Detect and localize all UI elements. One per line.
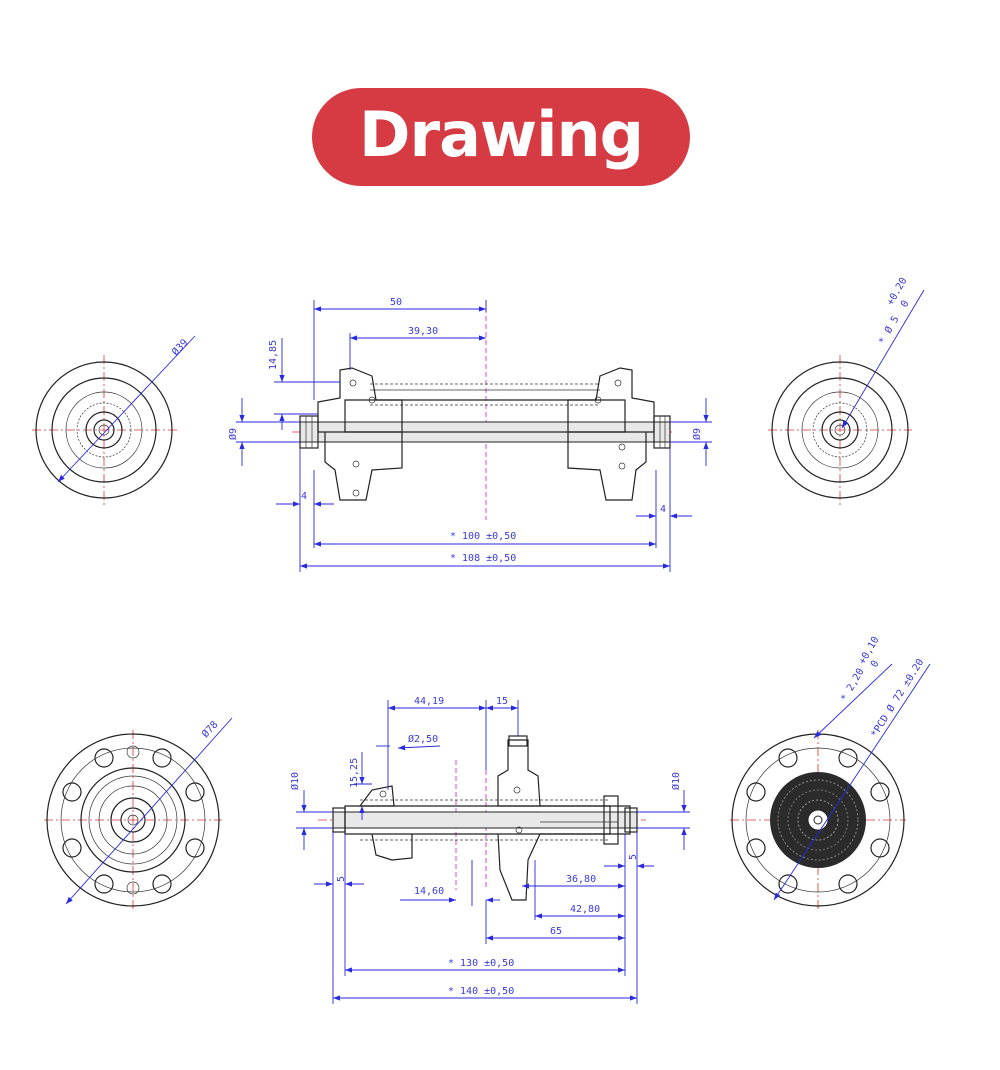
front-dim-108: * 108 ±0,50 xyxy=(450,553,516,564)
rear-left-end-view: Ø78 xyxy=(44,717,233,912)
rear-hub-side-view: 44,19 15 Ø2,50 15,25 Ø10 Ø10 5 5 xyxy=(289,696,690,1004)
front-dim-14-85: 14,85 xyxy=(268,340,279,370)
rear-dim-14-60: 14,60 xyxy=(414,886,444,897)
front-dim-100: * 100 ±0,50 xyxy=(450,531,516,542)
front-right-end-view: * Ø 5 +0.20 0 xyxy=(768,276,925,505)
rear-dim-42-80: 42,80 xyxy=(570,904,600,915)
rear-dim-36-80: 36,80 xyxy=(566,874,596,885)
front-dim-d9-right: Ø9 xyxy=(691,428,703,440)
page-title: Drawing xyxy=(359,98,644,171)
rear-right-dia-a-tol-bottom: 0 xyxy=(869,659,882,670)
rear-dim-d2-50: Ø2,50 xyxy=(408,733,438,745)
front-left-end-view: Ø39 xyxy=(32,335,196,505)
rear-dim-d10-right: Ø10 xyxy=(670,772,682,790)
front-dim-4-right: 4 xyxy=(660,504,666,515)
front-dim-39-30: 39,30 xyxy=(408,326,438,337)
rear-dim-5-left: 5 xyxy=(336,876,347,882)
rear-right-end-view: * 2,20 +0,10 0 *PCD Ø 72 ±0.20 xyxy=(730,635,931,912)
title-badge: Drawing xyxy=(312,88,690,186)
rear-dim-44-19: 44,19 xyxy=(414,696,444,707)
front-left-dia-label: Ø39 xyxy=(169,337,190,358)
rear-right-dia-a: * 2,20 xyxy=(839,667,867,704)
front-dim-50: 50 xyxy=(390,297,402,308)
rear-dim-65: 65 xyxy=(550,926,562,937)
rear-dim-15: 15 xyxy=(496,696,508,707)
front-dim-d9-left: Ø9 xyxy=(227,428,239,440)
rear-dim-140: * 140 ±0,50 xyxy=(448,986,514,997)
rear-dim-5-right: 5 xyxy=(628,854,639,860)
rear-left-dia-label: Ø78 xyxy=(199,719,220,740)
front-hub-side-view: 50 39,30 14,85 Ø9 Ø9 4 4 * 100 ±0,50 * 1… xyxy=(227,297,712,572)
rear-dim-15-25: 15,25 xyxy=(349,758,360,788)
front-right-tol-bottom: 0 xyxy=(899,299,912,310)
rear-dim-130: * 130 ±0,50 xyxy=(448,958,514,969)
rear-dim-d10-left: Ø10 xyxy=(289,772,301,790)
front-dim-4-left: 4 xyxy=(301,491,307,502)
front-right-prefix: * xyxy=(877,336,890,347)
